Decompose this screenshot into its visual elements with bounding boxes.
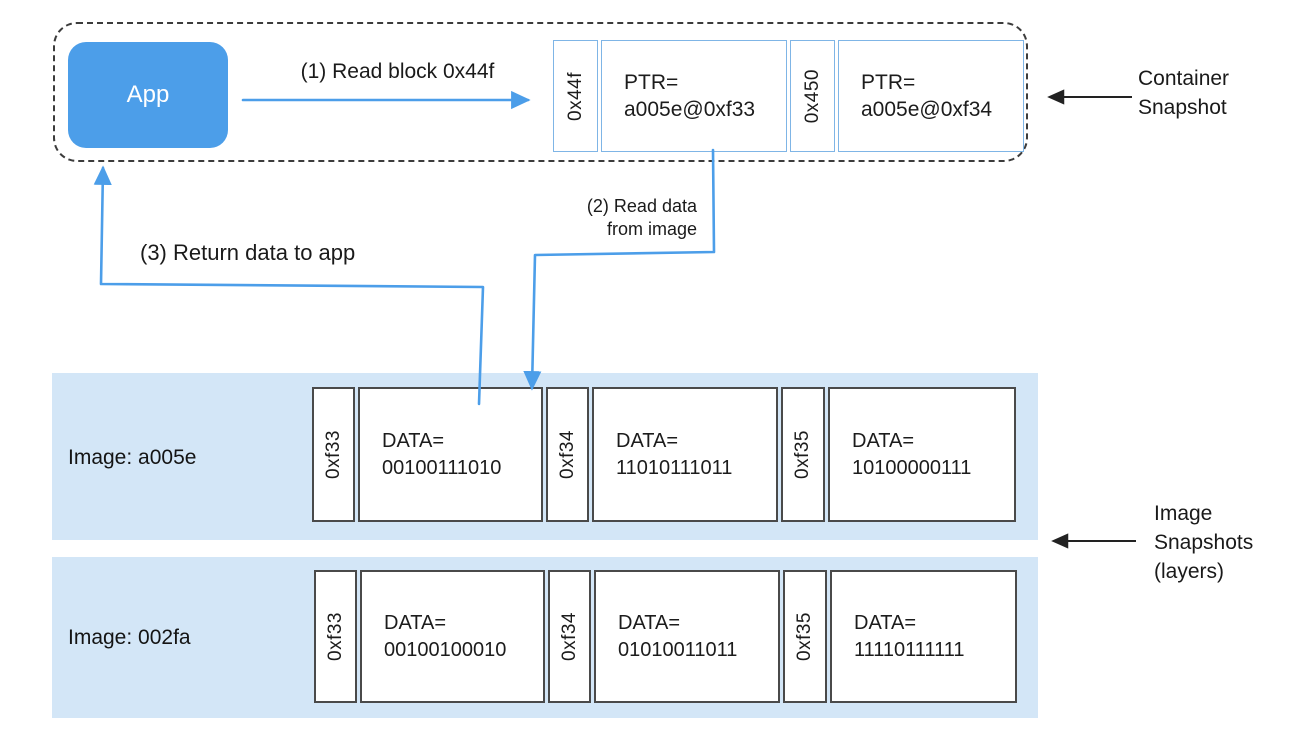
images-label-line2: Snapshots — [1154, 531, 1254, 554]
a005e-data2-line1: DATA= — [852, 429, 915, 452]
002fa-data-0xf34: DATA= 01010011011 — [594, 570, 780, 703]
a005e-data-0xf33: DATA= 00100111010 — [358, 387, 543, 522]
step2-line1: (2) Read data — [586, 196, 697, 216]
a005e-data1-line1: DATA= — [616, 429, 679, 452]
a005e-addr-0xf34: 0xf34 — [546, 387, 589, 522]
a005e-addr1-label: 0xf34 — [556, 430, 578, 479]
002fa-addr0-label: 0xf33 — [324, 612, 346, 661]
container-addr-0-label: 0x44f — [564, 71, 586, 121]
a005e-addr2-label: 0xf35 — [792, 430, 813, 479]
step2-label: (2) Read data from image — [540, 195, 697, 241]
step3-label: (3) Return data to app — [140, 240, 356, 265]
step1-label: (1) Read block 0x44f — [300, 60, 495, 83]
a005e-addr-0xf35: 0xf35 — [781, 387, 825, 522]
ptr1-line2: a005e@0xf34 — [861, 98, 993, 121]
a005e-data2-line2: 10100000111 — [852, 456, 972, 479]
002fa-data2-line1: DATA= — [854, 611, 917, 634]
002fa-data0-line2: 00100100010 — [384, 638, 507, 661]
a005e-data0-line2: 00100111010 — [382, 456, 502, 479]
002fa-addr1-label: 0xf34 — [558, 612, 580, 661]
app-box: App — [68, 42, 228, 148]
002fa-data2-line2: 11110111111 — [854, 638, 965, 661]
a005e-data1-line2: 11010111011 — [616, 456, 733, 479]
002fa-addr-0xf33: 0xf33 — [314, 570, 357, 703]
002fa-data-0xf33: DATA= 00100100010 — [360, 570, 545, 703]
a005e-addr0-label: 0xf33 — [322, 430, 344, 479]
ptr1-line1: PTR= — [861, 71, 916, 94]
002fa-addr-0xf35: 0xf35 — [783, 570, 827, 703]
002fa-addr2-label: 0xf35 — [794, 612, 815, 661]
container-block-ptr-0xf33: PTR= a005e@0xf33 — [601, 40, 787, 152]
container-snapshot-label: Container Snapshot — [1138, 64, 1229, 122]
app-label: App — [126, 81, 170, 108]
a005e-data-0xf34: DATA= 11010111011 — [592, 387, 778, 522]
container-block-addr-0x44f: 0x44f — [553, 40, 598, 152]
container-label-line1: Container — [1138, 67, 1230, 90]
002fa-addr-0xf34: 0xf34 — [548, 570, 591, 703]
container-addr-1-label: 0x450 — [801, 68, 823, 124]
a005e-data0-line1: DATA= — [382, 429, 445, 452]
image-002fa-name: Image: 002fa — [68, 626, 191, 649]
image-a005e-name: Image: a005e — [68, 446, 197, 469]
a005e-data-0xf35: DATA= 10100000111 — [828, 387, 1016, 522]
002fa-data0-line1: DATA= — [384, 611, 447, 634]
ptr0-line2: a005e@0xf33 — [624, 98, 756, 121]
images-label-line3: (layers) — [1154, 560, 1225, 583]
container-block-addr-0x450: 0x450 — [790, 40, 835, 152]
ptr0-line1: PTR= — [624, 71, 679, 94]
a005e-addr-0xf33: 0xf33 — [312, 387, 355, 522]
002fa-data1-line1: DATA= — [618, 611, 681, 634]
002fa-data1-line2: 01010011011 — [618, 638, 738, 661]
002fa-data-0xf35: DATA= 11110111111 — [830, 570, 1017, 703]
arrow-step3-return-data — [93, 165, 485, 406]
image-snapshots-label: Image Snapshots (layers) — [1154, 499, 1253, 586]
container-label-line2: Snapshot — [1138, 96, 1227, 119]
images-label-line1: Image — [1154, 502, 1213, 525]
arrow-step2-read-data — [523, 148, 716, 391]
step2-line2: from image — [606, 219, 697, 239]
container-block-ptr-0xf34: PTR= a005e@0xf34 — [838, 40, 1024, 152]
